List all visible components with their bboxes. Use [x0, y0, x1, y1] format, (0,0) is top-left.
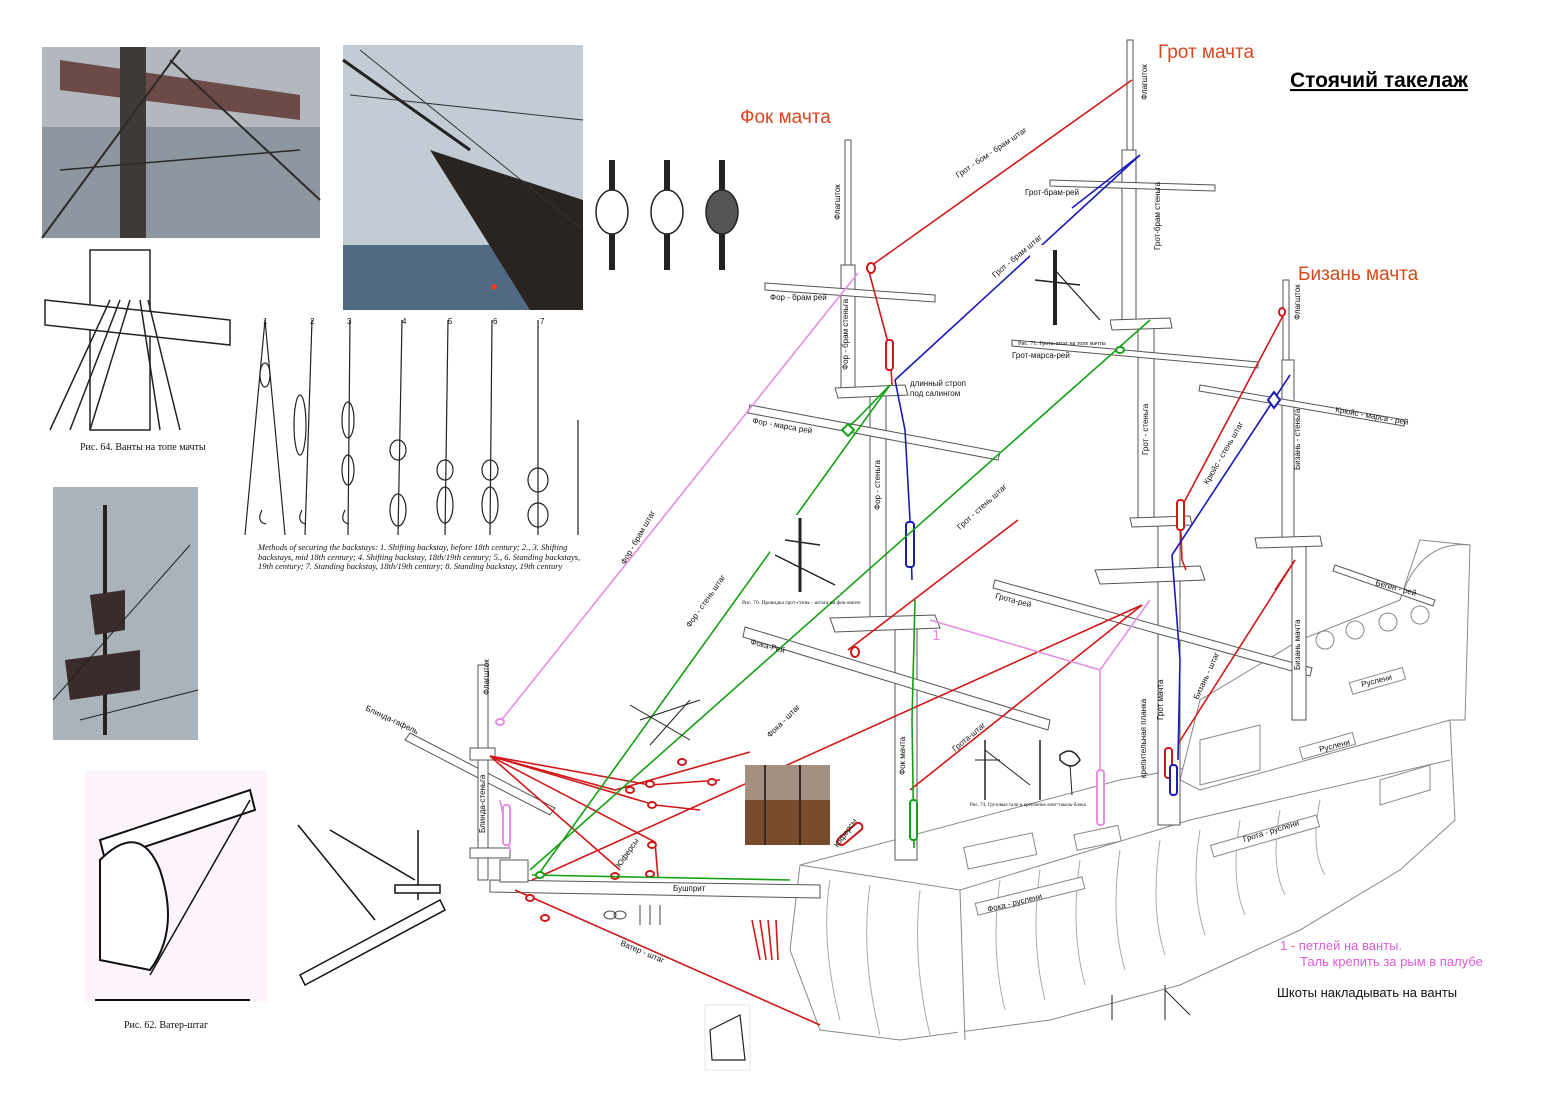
label-mounting-plate: крепительная планка: [1139, 698, 1148, 778]
label-fore-topmast: Фор - стеньга: [873, 460, 882, 510]
label-fore-topgallant-mast: Фор - брам стеньга: [841, 298, 850, 370]
photo-masthead: [41, 47, 321, 239]
lashing-sketch: [595, 155, 745, 275]
label-bowsprit: Бушприт: [673, 884, 706, 893]
label-main-topgallant-mast: Грот-брам стеньга: [1153, 182, 1162, 250]
marker-1: 1: [932, 627, 940, 644]
photo-foremast-sails: [52, 487, 199, 740]
ship-hull: [789, 539, 1471, 1041]
label-fore-flagpole: Флагшток: [833, 184, 842, 220]
note-pink-line1: 1 - петлей на ванты.: [1280, 938, 1402, 953]
label-fore-topgallant-stay: Фор - брам штаг: [619, 509, 657, 566]
label-main-stay: Грота-штаг: [951, 720, 988, 753]
rigging-red-blocks: [525, 262, 1286, 922]
label-main-topmast: Грот - стеньга: [1141, 403, 1150, 455]
small-sketch-bottom: [603, 905, 1191, 1071]
rigging-pink: [499, 272, 1151, 851]
note-pink-line2: Таль крепить за рым в палубе: [1300, 954, 1483, 969]
fore-mast-title: Фок мачта: [740, 107, 831, 128]
mizzen-mast-title: Бизань мачта: [1298, 264, 1419, 285]
bowsprit-detail-sketch: [297, 824, 446, 987]
backstay-methods-drawing: 1 2 3 4 5 6 7: [244, 317, 579, 536]
fig74-sketch: [975, 740, 1081, 800]
svg-text:1: 1: [263, 317, 268, 326]
label-jib-flagpole: Флагшток: [482, 659, 491, 695]
note-black: Шкоты накладывать на ванты: [1277, 985, 1457, 1000]
main-mast-title: Грот мачта: [1158, 42, 1255, 63]
rigging-green-blocks: [535, 346, 1125, 879]
label-main-royal-stay: Грот - бом - брам штаг: [954, 125, 1028, 179]
label-mizzen-flagpole: Флагшток: [1293, 284, 1302, 320]
label-bobstay: Ватер - штаг: [619, 939, 665, 966]
label-main-topgallant-yard: Грот-брам-рей: [1025, 188, 1079, 197]
photo-ship-bow: [342, 45, 584, 310]
backstays-caption: Methods of securing the backstays: 1. Sh…: [258, 543, 581, 571]
rigging-blue: [894, 154, 1291, 761]
svg-text:6: 6: [493, 317, 498, 326]
label-fore-topgallant-yard: Фор - брам рей: [770, 293, 827, 302]
page-title: Стоячий такелаж: [1290, 69, 1469, 92]
rigging-pink-blocks: [495, 718, 1105, 846]
label-long-strop-line2: под салингом: [910, 389, 960, 398]
fig71-sketch: [1030, 245, 1110, 330]
label-main-topmast-stay: Грот - стень штаг: [955, 482, 1008, 531]
label-spritsail-yard: Блинда-гафель: [364, 704, 420, 736]
fig70-caption: Рис. 70. Проводка грот-стень - штага на …: [742, 599, 861, 606]
fig62-drawing: [85, 770, 267, 1002]
label-long-strop: длинный строп под салингом: [910, 379, 968, 398]
label-main-flagpole: Флагшток: [1140, 64, 1149, 100]
label-main-top-yard: Грот-марса-рей: [1012, 351, 1070, 360]
fig74-caption: Рис. 74. Грузовые тали и крепление лонг-…: [970, 803, 1087, 808]
label-long-strop-line1: длинный строп: [910, 379, 966, 388]
fig62-caption: Рис. 62. Ватер-штаг: [124, 1020, 208, 1031]
label-fore-mast: Фок мачта: [898, 736, 907, 775]
fig64-caption: Рис. 64. Ванты на топе мачты: [80, 442, 206, 453]
label-main-mast: Грот мачта: [1156, 679, 1165, 720]
fig64-drawing: [42, 240, 234, 436]
yard-tackle-sketch: [629, 699, 701, 746]
backstays-caption-box: Methods of securing the backstays: 1. Sh…: [258, 543, 581, 571]
rigging-blue-blocks: [905, 390, 1282, 796]
svg-text:2: 2: [310, 317, 315, 326]
fig70-sketch: [770, 515, 840, 595]
label-mizzen-topmast: Бизань - стеньга: [1293, 408, 1302, 470]
label-spritsail-topmast: Блинда-стеньга: [478, 774, 487, 833]
svg-text:4: 4: [402, 317, 407, 326]
svg-text:3: 3: [347, 317, 352, 326]
label-mizzen-mast: Бизань мачта: [1293, 619, 1302, 670]
model-photo: [745, 765, 830, 845]
fig71-caption: Рис. 71. Грота-штаг на топе мачты: [1018, 341, 1106, 347]
spars: [404, 39, 1436, 899]
svg-text:5: 5: [448, 317, 453, 326]
label-fore-stay: Фока - штаг: [765, 702, 802, 739]
svg-text:7: 7: [540, 317, 545, 326]
